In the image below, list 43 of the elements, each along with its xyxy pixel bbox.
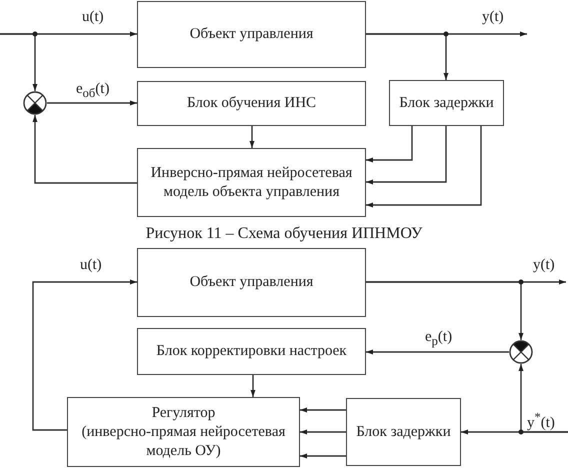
block-title: Инверсно-прямая нейросетевая модель объекта управления: [150, 164, 354, 202]
edge-label: y$^{*}$(t): [527, 409, 555, 432]
arrow: [32, 280, 137, 431]
process-box: [137, 1, 366, 68]
arrow: [250, 375, 256, 397]
arrow: [300, 454, 346, 458]
edge-label: y(t): [482, 8, 504, 26]
edge-label: e$_{р}$(t): [425, 328, 452, 350]
arrow: [366, 126, 447, 184]
arrow: [366, 281, 524, 340]
block-title: Блок задержки: [398, 94, 495, 112]
process-box: [346, 398, 461, 466]
arrow: [0, 33, 38, 91]
process-box: [389, 80, 504, 126]
arrow: [32, 115, 137, 184]
block-text: (инверсно-прямая нейросетевая модель ОУ): [80, 422, 286, 460]
figure-caption: Рисунок 11 – Схема обучения ИПНМОУ: [146, 225, 422, 242]
arrow: [250, 126, 254, 148]
summing-junction: [509, 340, 533, 364]
block-title: Блок задержки: [355, 422, 452, 442]
arrow: [366, 126, 482, 208]
block-title: Регулятор: [150, 404, 216, 422]
arrow: [300, 408, 346, 412]
process-box: [137, 328, 366, 375]
arrow: [366, 126, 413, 162]
edge-label: u(t): [80, 256, 102, 274]
edge-label: e$_{об}$(t): [76, 80, 110, 102]
edge-label: u(t): [82, 8, 104, 26]
arrow: [47, 100, 137, 106]
summing-junction: [23, 91, 47, 115]
process-box: [137, 148, 366, 217]
process-box: [137, 248, 366, 317]
block-title: Объект управления: [188, 25, 314, 44]
arrow: [300, 430, 346, 434]
block-title: Блок корректировки настроек: [155, 342, 348, 361]
arrow: [366, 33, 448, 80]
block-title: Объект управления: [188, 273, 314, 292]
arrow: [366, 350, 509, 354]
edge-label: y(t): [533, 256, 555, 274]
process-box: [137, 81, 366, 126]
block-title: Блок обучения ИНС: [186, 94, 318, 113]
arrow: [518, 364, 568, 433]
process-box: [67, 397, 300, 467]
